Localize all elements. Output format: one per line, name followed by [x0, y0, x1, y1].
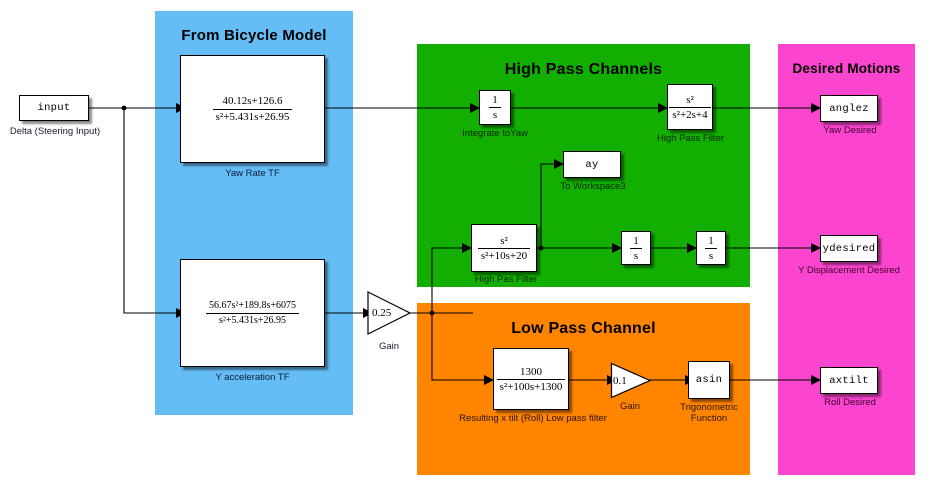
integrator-1-denominator: s — [633, 249, 639, 262]
high-pass-filter-y-expression: s² s²+10s+20 — [477, 235, 531, 262]
high-pass-filter-y-denominator: s²+10s+20 — [480, 249, 528, 262]
integrator-2-expression: 1 s — [705, 235, 717, 262]
block-integrate-to-yaw[interactable]: 1 s — [479, 90, 511, 125]
integrate-to-yaw-expression: 1 s — [489, 94, 501, 121]
block-input-value: input — [37, 102, 71, 114]
block-y-acceleration-tf[interactable]: 56.67s²+189.8s+6075 s²+5.431s+26.95 — [180, 259, 325, 367]
block-trig-function-label-line1: Trigonometric — [680, 402, 738, 413]
y-accel-tf-denominator: s²+5.431s+26.95 — [218, 314, 287, 326]
block-input[interactable]: input — [19, 95, 89, 121]
block-axtilt[interactable]: axtilt — [820, 367, 878, 394]
block-trig-function-value: asin — [695, 374, 723, 386]
block-axtilt-label: Roll Desired — [824, 397, 876, 408]
integrate-to-yaw-denominator: s — [492, 109, 498, 121]
block-high-pass-filter-yaw[interactable]: s² s²+2s+4 — [667, 84, 713, 130]
y-accel-tf-numerator: 56.67s²+189.8s+6075 — [205, 300, 300, 314]
block-integrator-1[interactable]: 1 s — [621, 231, 651, 265]
region-title-highpass: High Pass Channels — [504, 61, 663, 78]
integrator-1-numerator: 1 — [630, 235, 642, 249]
region-title-lowpass: Low Pass Channel — [511, 320, 656, 337]
block-high-pass-filter-y-label: High Pas Filter — [474, 274, 538, 285]
high-pass-filter-yaw-numerator: s² — [669, 94, 711, 108]
low-pass-filter-numerator: 1300 — [496, 366, 566, 380]
high-pass-filter-yaw-denominator: s²+2s+4 — [672, 108, 708, 121]
block-axtilt-value: axtilt — [829, 374, 869, 387]
integrator-2-denominator: s — [708, 249, 714, 262]
region-title-bicycle: From Bicycle Model — [181, 27, 327, 44]
high-pass-filter-yaw-expression: s² s²+2s+4 — [669, 94, 711, 121]
block-ydesired[interactable]: ydesired — [820, 235, 878, 262]
low-pass-filter-denominator: s²+100s+1300 — [499, 380, 563, 393]
block-y-acceleration-tf-label: Y acceleration TF — [215, 372, 290, 383]
block-yaw-rate-tf[interactable]: 40.12s+126.6 s²+5.431s+26.95 — [180, 55, 325, 163]
yaw-rate-tf-denominator: s²+5.431s+26.95 — [215, 110, 290, 123]
block-input-label: Delta (Steering Input) — [9, 126, 101, 137]
block-yaw-rate-tf-label: Yaw Rate TF — [225, 168, 280, 179]
block-low-pass-filter[interactable]: 1300 s²+100s+1300 — [493, 348, 569, 410]
gain-025-value: 0.25 — [372, 307, 392, 319]
high-pass-filter-y-numerator: s² — [477, 235, 531, 249]
block-ydesired-label: Y Displacement Desired — [798, 265, 900, 276]
integrate-to-yaw-numerator: 1 — [489, 94, 501, 108]
y-accel-tf-expression: 56.67s²+189.8s+6075 s²+5.431s+26.95 — [205, 300, 300, 327]
block-ydesired-value: ydesired — [822, 242, 876, 255]
yaw-rate-tf-numerator: 40.12s+126.6 — [212, 95, 293, 110]
gain-01-value: 0.1 — [613, 374, 627, 387]
integrator-2-numerator: 1 — [705, 235, 717, 249]
block-high-pass-filter-y[interactable]: s² s²+10s+20 — [471, 224, 537, 272]
block-gain-01-label: Gain — [619, 401, 641, 412]
region-title-desired: Desired Motions — [792, 61, 901, 76]
block-low-pass-filter-label: Resulting x tilt (Roll) Low pass filter — [459, 413, 607, 424]
block-anglez-label: Yaw Desired — [823, 125, 877, 136]
block-to-workspace3-label: To Workspace3 — [560, 181, 626, 192]
yaw-rate-tf-expression: 40.12s+126.6 s²+5.431s+26.95 — [212, 95, 293, 124]
integrator-1-expression: 1 s — [630, 235, 642, 262]
block-to-workspace3[interactable]: ay — [563, 151, 621, 178]
block-anglez-value: anglez — [829, 102, 869, 115]
block-gain-025[interactable]: 0.25 — [366, 290, 412, 336]
block-trig-function-label-line2: Function — [690, 413, 728, 424]
block-anglez[interactable]: anglez — [820, 95, 878, 122]
block-trigonometric-function[interactable]: asin — [688, 361, 730, 399]
block-gain-025-label: Gain — [378, 341, 400, 352]
low-pass-filter-expression: 1300 s²+100s+1300 — [496, 366, 566, 393]
block-gain-01[interactable]: 0.1 — [610, 362, 652, 399]
block-integrator-2[interactable]: 1 s — [696, 231, 726, 265]
block-to-workspace3-value: ay — [585, 158, 599, 171]
block-integrate-to-yaw-label: Integrate toYaw — [462, 128, 528, 139]
block-high-pass-filter-yaw-label: High Pass Filter — [656, 133, 725, 144]
